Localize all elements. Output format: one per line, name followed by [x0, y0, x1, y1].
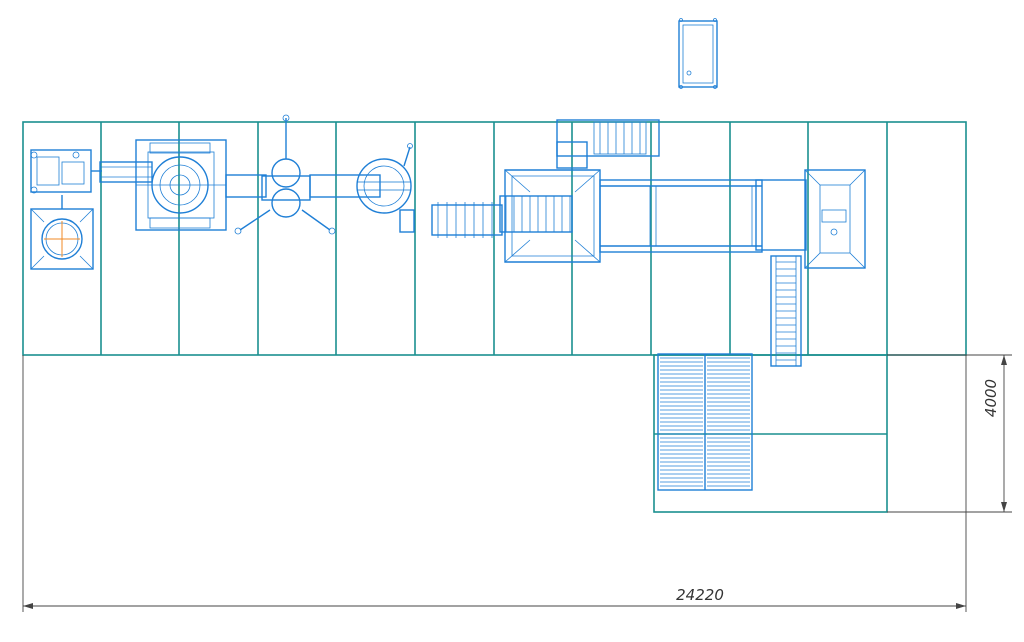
- access-stairs-top: [556, 119, 660, 169]
- conveyor-pipe-2: [225, 174, 267, 198]
- feed-hopper: [30, 195, 94, 270]
- cyclone-tank: [356, 143, 415, 233]
- grid-dividers: [100, 122, 888, 355]
- mixer-unit: [135, 139, 227, 231]
- conveyor-pipe-3: [309, 174, 381, 198]
- overall-length-label: 24220: [676, 586, 724, 604]
- dimension-overall: 24220: [22, 355, 967, 612]
- conveyor-pipe-1: [99, 161, 153, 183]
- main-housing: [499, 169, 601, 263]
- drive-unit-left: [30, 149, 102, 194]
- shredder-drum: [431, 202, 503, 238]
- control-cabinet: [678, 18, 718, 89]
- width-label: 4000: [982, 379, 1000, 417]
- dimension-width: 4000: [887, 354, 1012, 513]
- end-platform: [804, 169, 866, 269]
- equipment-line: [30, 114, 866, 491]
- access-stairs-side: [770, 255, 802, 367]
- rotary-valve: [234, 114, 336, 235]
- long-conveyor: [599, 179, 807, 253]
- floor-grid: [22, 121, 967, 513]
- pallet-grating: [657, 353, 753, 491]
